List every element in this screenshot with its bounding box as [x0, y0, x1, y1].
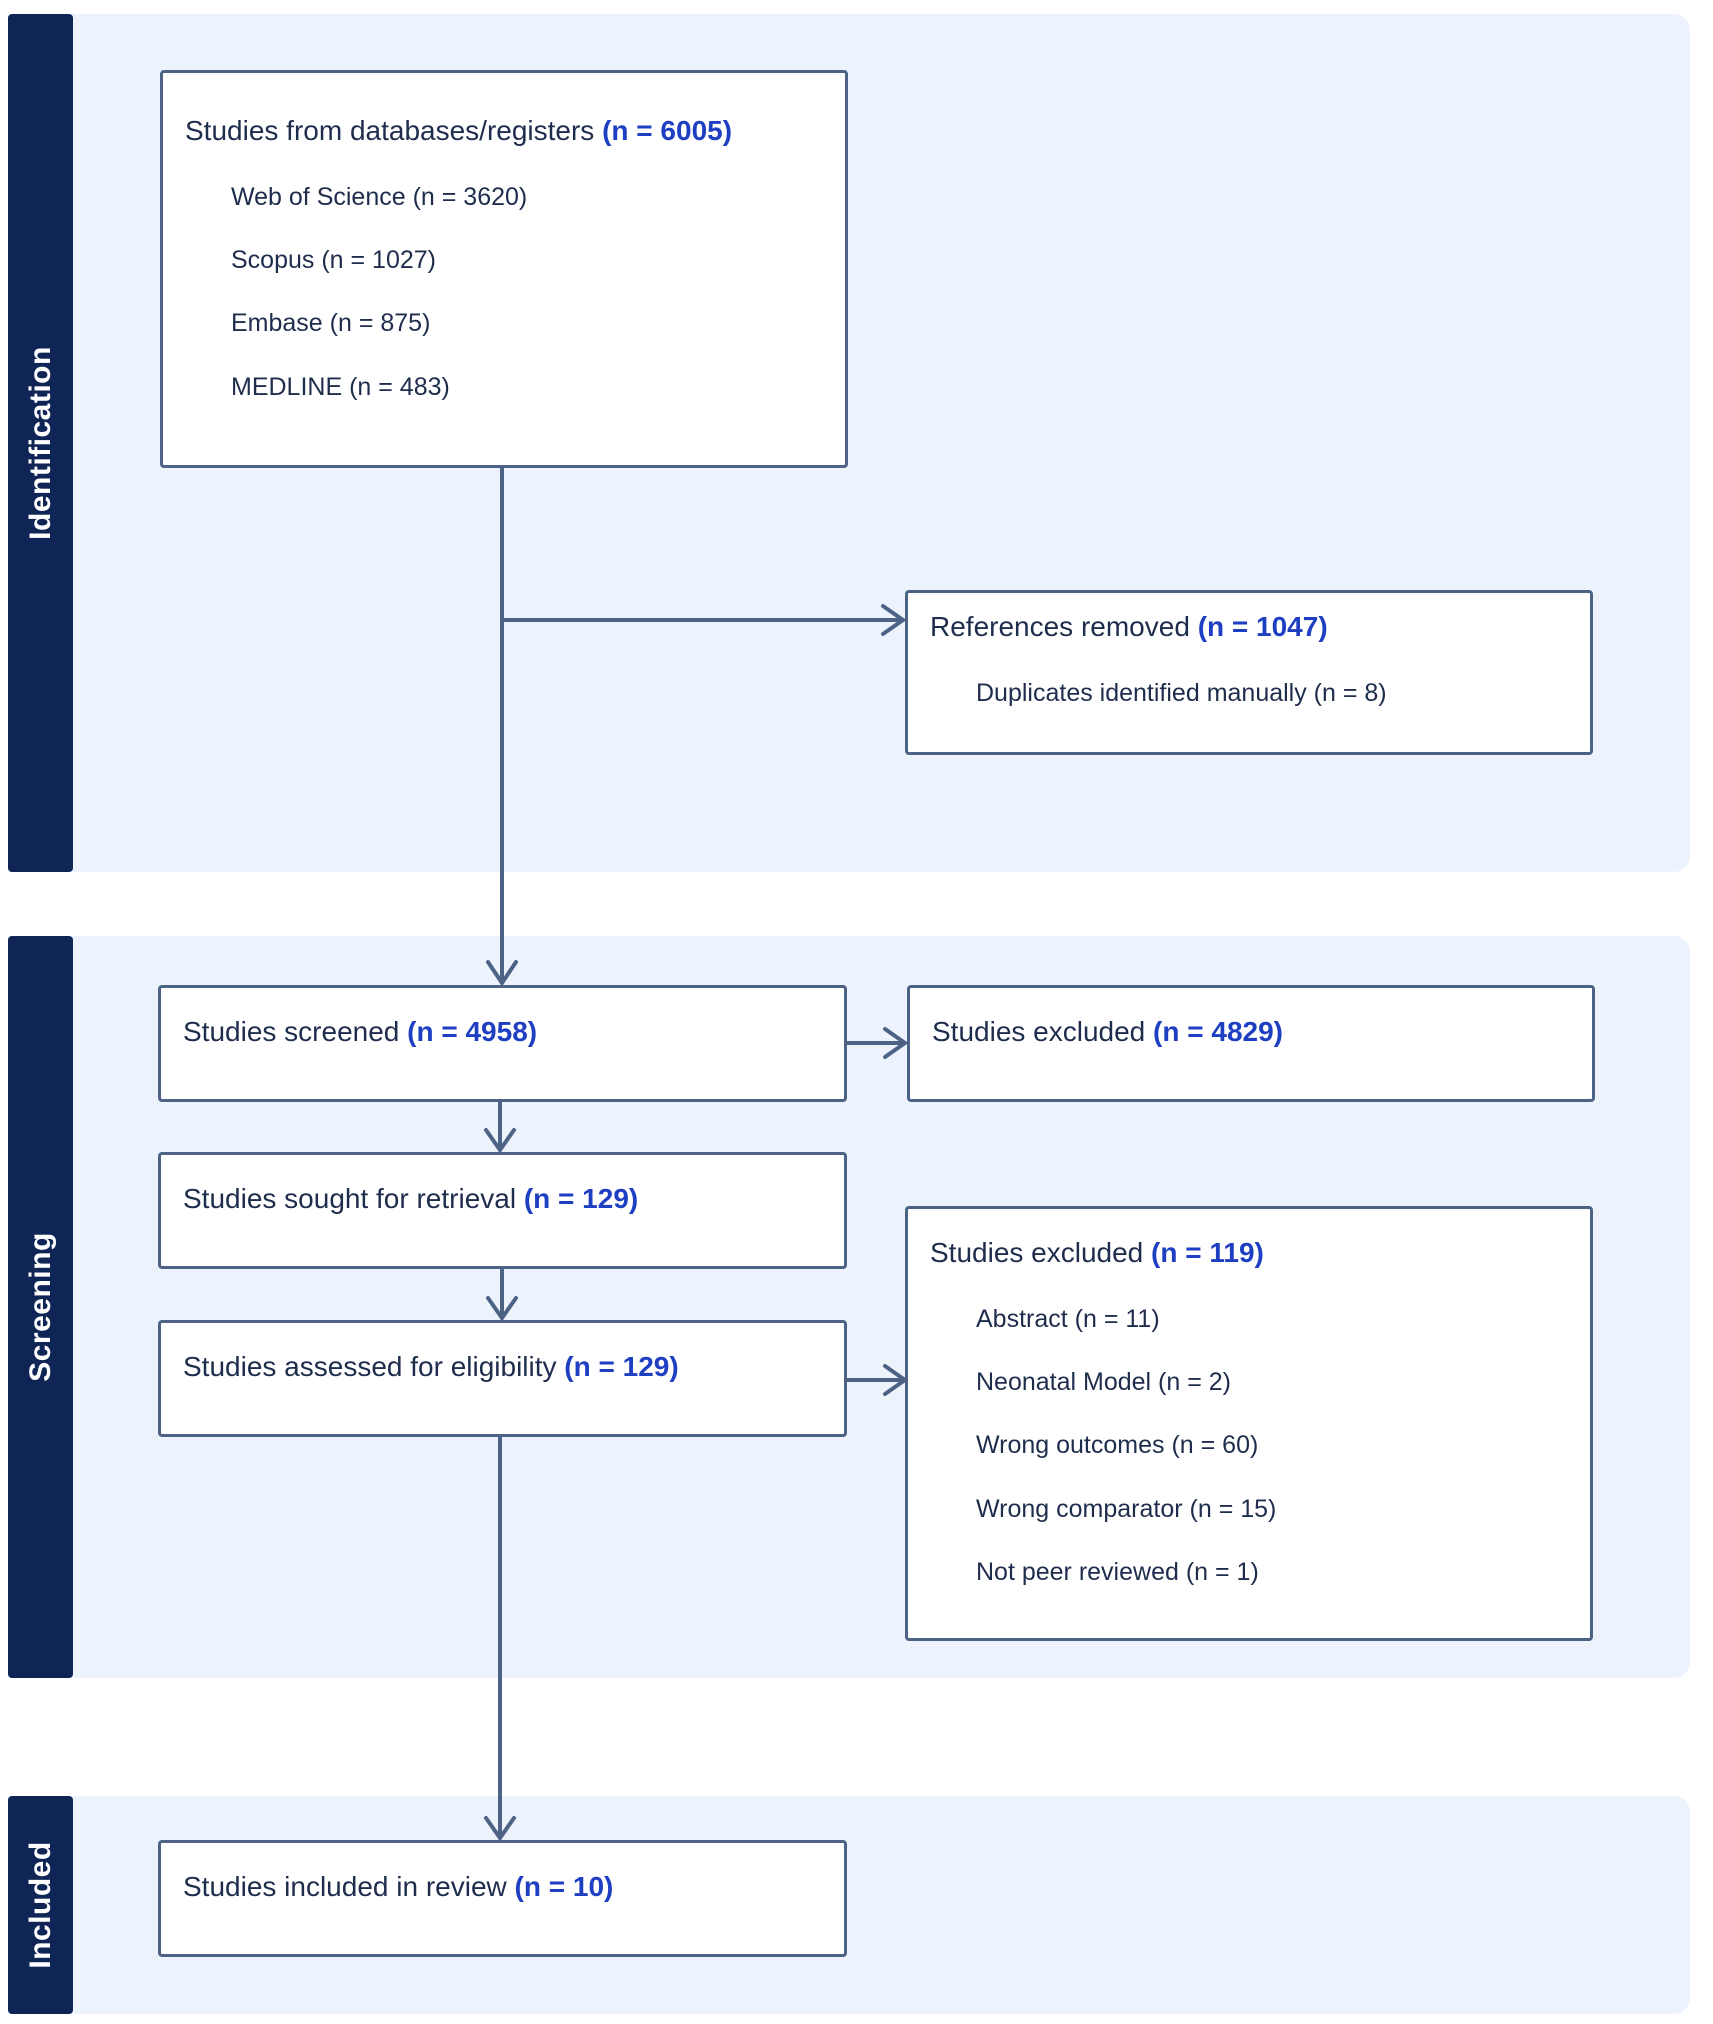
- arrowhead-retrieval: [484, 1128, 516, 1152]
- database-item: Scopus (n = 1027): [231, 246, 436, 274]
- excluded-screen-box: Studies excluded (n = 4829): [907, 985, 1595, 1102]
- database-item: MEDLINE (n = 483): [231, 373, 450, 401]
- retrieval-title: Studies sought for retrieval (n = 129): [183, 1183, 639, 1214]
- removed-item: Duplicates identified manually (n = 8): [976, 679, 1387, 707]
- excluded-eligibility-count: (n = 119): [1151, 1237, 1264, 1268]
- databases-box: Studies from databases/registers (n = 60…: [160, 70, 848, 468]
- eligibility-title: Studies assessed for eligibility (n = 12…: [183, 1351, 679, 1382]
- excluded-eligibility-title: Studies excluded (n = 119): [930, 1237, 1264, 1268]
- exclusion-reason-item: Neonatal Model (n = 2): [976, 1368, 1232, 1396]
- identification-tab: [8, 14, 73, 872]
- exclusion-reason-item: Wrong outcomes (n = 60): [976, 1431, 1259, 1459]
- screened-box: Studies screened (n = 4958): [158, 985, 847, 1102]
- excluded-eligibility-box: Studies excluded (n = 119) Abstract (n =…: [905, 1206, 1593, 1641]
- arrowhead-eligibility: [486, 1296, 518, 1320]
- included-count: (n = 10): [514, 1871, 614, 1902]
- arrowhead-excluded-screen: [883, 1027, 907, 1059]
- exclusion-reason-item: Not peer reviewed (n = 1): [976, 1558, 1259, 1586]
- arrowhead-removed: [881, 604, 905, 636]
- included-title: Studies included in review (n = 10): [183, 1871, 614, 1902]
- arrowhead-screened: [486, 960, 518, 985]
- databases-title: Studies from databases/registers (n = 60…: [185, 115, 733, 146]
- exclusion-reason-item: Abstract (n = 11): [976, 1305, 1160, 1333]
- retrieval-box: Studies sought for retrieval (n = 129): [158, 1152, 847, 1269]
- screening-tab: [8, 936, 73, 1678]
- databases-count: (n = 6005): [602, 115, 733, 146]
- removed-count: (n = 1047): [1197, 611, 1328, 642]
- included-tab: [8, 1796, 73, 2014]
- database-item: Embase (n = 875): [231, 309, 431, 337]
- removed-box: References removed (n = 1047) Duplicates…: [905, 590, 1593, 755]
- included-box: Studies included in review (n = 10): [158, 1840, 847, 1957]
- retrieval-count: (n = 129): [523, 1183, 639, 1214]
- excluded-screen-count: (n = 4829): [1153, 1016, 1283, 1047]
- database-item: Web of Science (n = 3620): [231, 183, 528, 211]
- screened-count: (n = 4958): [407, 1016, 538, 1047]
- eligibility-count: (n = 129): [564, 1351, 679, 1382]
- excluded-screen-title: Studies excluded (n = 4829): [932, 1016, 1283, 1047]
- exclusion-reason-item: Wrong comparator (n = 15): [976, 1495, 1277, 1523]
- screened-title: Studies screened (n = 4958): [183, 1016, 538, 1047]
- eligibility-box: Studies assessed for eligibility (n = 12…: [158, 1320, 847, 1437]
- removed-title: References removed (n = 1047): [930, 611, 1328, 642]
- arrowhead-included: [484, 1816, 516, 1840]
